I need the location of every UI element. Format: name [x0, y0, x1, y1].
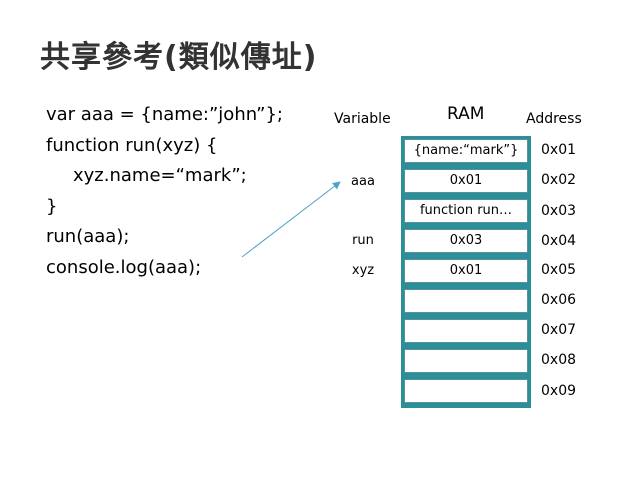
address-label: 0x05	[541, 262, 577, 278]
memory-cell	[404, 379, 528, 403]
address-label: 0x02	[541, 172, 577, 188]
variable-label-xyz: xyz	[351, 263, 375, 278]
address-label: 0x04	[541, 233, 577, 249]
variable-label-run: run	[352, 233, 374, 248]
memory-cell	[404, 319, 528, 343]
memory-cell	[404, 289, 528, 313]
code-line: console.log(aaa);	[46, 256, 202, 278]
address-label: 0x07	[541, 322, 577, 338]
code-line: }	[46, 195, 58, 217]
memory-cell: 0x01	[404, 169, 528, 193]
address-label: 0x08	[541, 352, 577, 368]
code-block: var aaa = {name:”john”}; function run(xy…	[46, 100, 283, 283]
memory-cell: function run…	[404, 199, 528, 223]
code-line: var aaa = {name:”john”};	[46, 104, 283, 125]
code-line: xyz.name=“mark”;	[73, 165, 247, 186]
variable-label-aaa: aaa	[351, 174, 375, 189]
address-label: 0x03	[541, 203, 577, 219]
memory-cell: 0x03	[404, 229, 528, 253]
variable-header: Variable	[334, 111, 391, 127]
code-line: run(aaa);	[46, 226, 130, 247]
slide-title: 共享參考(類似傳址)	[40, 40, 318, 75]
memory-cell: 0x01	[404, 259, 528, 283]
memory-cell: {name:“mark”}	[404, 139, 528, 163]
address-header: Address	[526, 111, 582, 127]
address-label: 0x06	[541, 292, 577, 308]
ram-header: RAM	[447, 104, 485, 124]
address-label: 0x01	[541, 142, 577, 158]
address-label: 0x09	[541, 383, 577, 399]
code-line: function run(xyz) {	[46, 134, 218, 156]
memory-cell	[404, 349, 528, 373]
